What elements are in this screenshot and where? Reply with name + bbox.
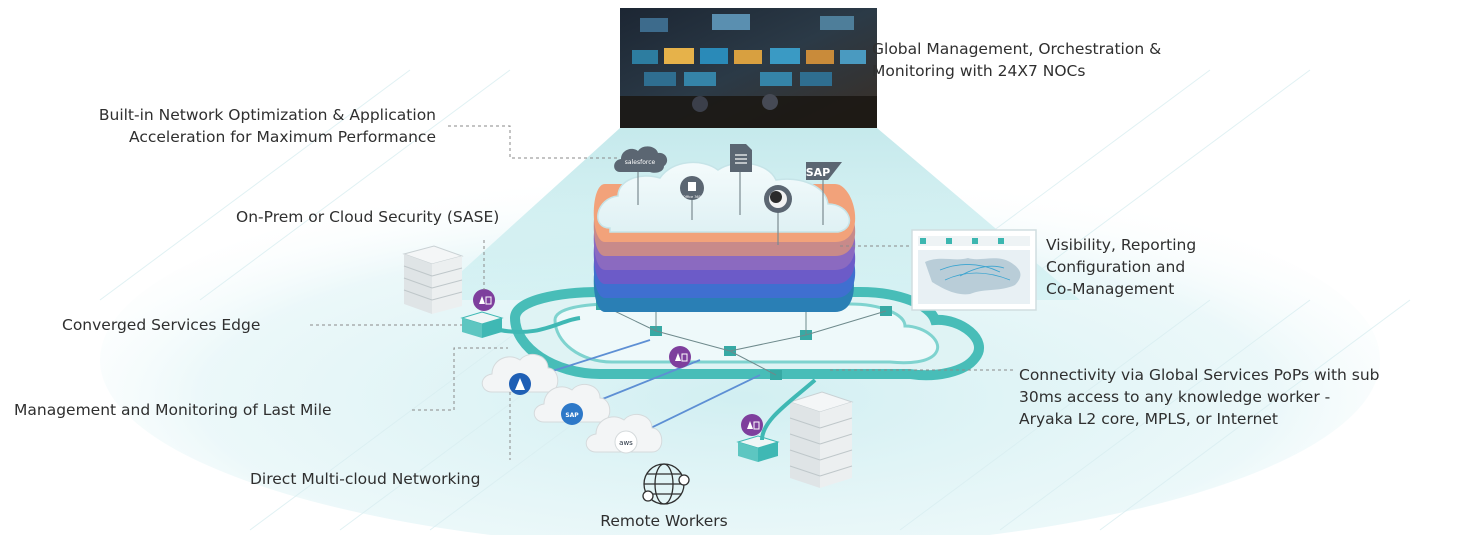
noc-label-line-1: Global Management, Orchestration &	[872, 40, 1162, 58]
sap-cloud: SAP	[533, 383, 611, 425]
globe-icon	[642, 463, 690, 505]
server-stack-right	[788, 391, 854, 488]
connectivity-label: Connectivity via Global Services PoPs wi…	[1019, 364, 1380, 430]
visibility-label: Visibility, Reporting Configuration and …	[1046, 234, 1196, 300]
global-core-ring	[509, 270, 984, 381]
dashboard-screen	[911, 229, 1037, 311]
noc-label: Global Management, Orchestration & Monit…	[872, 38, 1161, 82]
security-badge-left	[473, 289, 495, 311]
salesforce-label: salesforce	[625, 159, 656, 166]
optimization-label-line-2: Acceleration for Maximum Performance	[128, 128, 436, 146]
azure-cloud	[481, 353, 559, 395]
optimization-label-line-1: Built-in Network Optimization & Applicat…	[98, 106, 436, 124]
security-label: On-Prem or Cloud Security (SASE)	[236, 208, 500, 226]
orb-app-icon	[764, 185, 792, 213]
multicloud-label: Direct Multi-cloud Networking	[250, 470, 481, 488]
cloud-stack	[593, 161, 856, 312]
salesforce-logo: salesforce	[614, 146, 668, 173]
connectivity-label-line-2: 30ms access to any knowledge worker -	[1019, 388, 1331, 406]
document-icon	[730, 144, 752, 172]
aws-cloud: aws	[585, 413, 663, 454]
sap-cloud-label: SAP	[565, 412, 579, 419]
noc-photo	[620, 8, 877, 128]
aws-label: aws	[619, 439, 633, 447]
leader-lines	[310, 125, 1015, 460]
connectivity-label-line-3: Aryaka L2 core, MPLS, or Internet	[1019, 410, 1279, 428]
edge-label: Converged Services Edge	[62, 316, 261, 334]
office-label: Office 365	[683, 195, 701, 199]
visibility-label-line-3: Co-Management	[1046, 280, 1175, 298]
sap-logo: SAP	[806, 162, 842, 180]
remote-workers-label: Remote Workers	[600, 512, 728, 530]
server-stack-left	[402, 245, 464, 314]
edge-device-right	[736, 435, 780, 462]
security-badge-core	[669, 346, 691, 368]
noc-label-line-2: Monitoring with 24X7 NOCs	[872, 62, 1086, 80]
visibility-label-line-2: Configuration and	[1046, 258, 1186, 276]
teal-connections	[499, 316, 817, 441]
office-365-logo: Office 365	[680, 176, 704, 200]
optimization-label: Built-in Network Optimization & Applicat…	[24, 104, 436, 148]
app-pins	[637, 172, 824, 245]
sap-label: SAP	[806, 166, 831, 179]
security-badge-right	[741, 414, 763, 436]
connectivity-label-line-1: Connectivity via Global Services PoPs wi…	[1019, 366, 1380, 384]
visibility-label-line-1: Visibility, Reporting	[1046, 236, 1197, 254]
last-mile-label: Management and Monitoring of Last Mile	[14, 401, 332, 419]
edge-device-left	[460, 311, 504, 338]
